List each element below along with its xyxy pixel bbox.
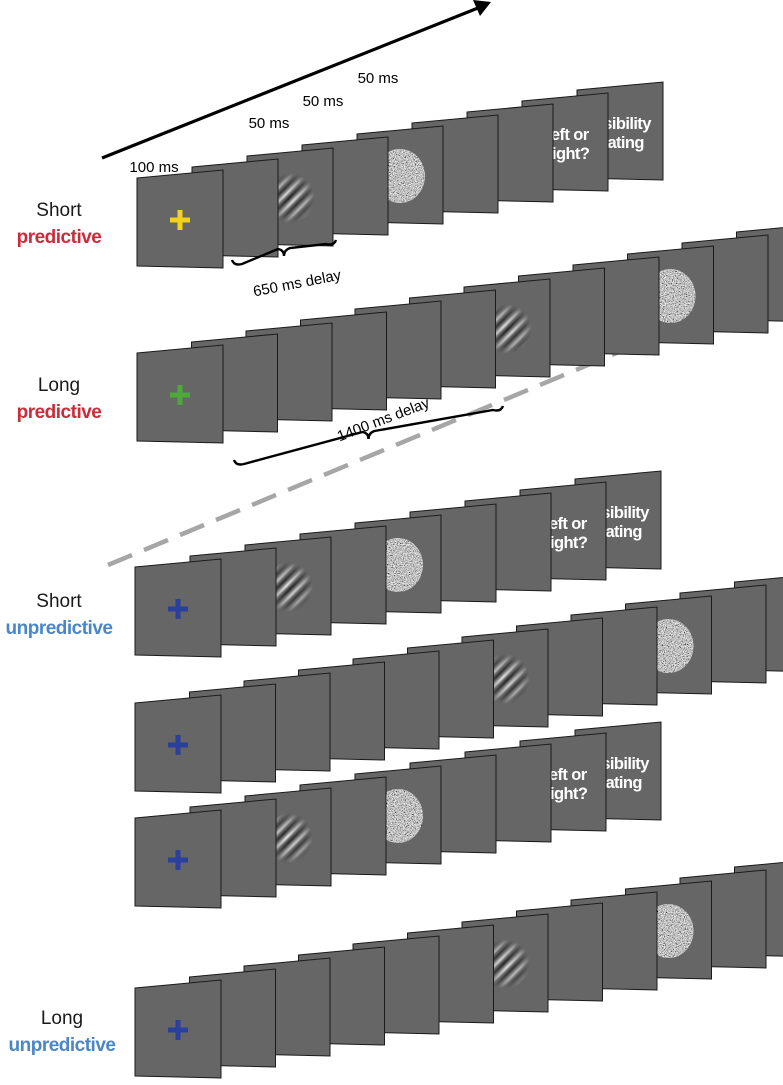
- response-prompt-line1: Left or: [539, 766, 587, 784]
- row-label-duration: Short: [36, 591, 82, 612]
- fixation-cross-icon: [168, 735, 188, 755]
- stimulus-frame-fix: [134, 809, 222, 909]
- fixation-cross-icon: [170, 210, 190, 230]
- fixation-cross-icon: [168, 1020, 188, 1040]
- row-label-6: Long unpredictive: [9, 1008, 116, 1056]
- stimulus-frame-fix: [136, 169, 224, 269]
- row-label-condition: predictive: [17, 402, 102, 423]
- stimulus-frame-fix: [134, 694, 222, 794]
- timing-label-3: 50 ms: [303, 93, 344, 110]
- timing-label-4: 50 ms: [358, 70, 399, 87]
- fixation-cross-icon: [168, 599, 188, 619]
- stimulus-frame-fix: [134, 979, 222, 1079]
- fixation-cross-icon: [168, 850, 188, 870]
- fixation-cross-icon: [170, 385, 190, 405]
- row-label-1: Short predictive: [17, 200, 102, 248]
- row-label-condition: unpredictive: [9, 1035, 116, 1056]
- row-label-condition: unpredictive: [6, 618, 113, 639]
- stimulus-frame-fix: [136, 344, 224, 444]
- row-label-duration: Short: [36, 200, 82, 221]
- row-label-duration: Long: [41, 1008, 83, 1029]
- stimulus-frame-fix: [134, 558, 222, 658]
- timing-label-2: 50 ms: [249, 115, 290, 132]
- row-label-2: Long predictive: [17, 375, 102, 423]
- delay-brace-long: [232, 405, 505, 466]
- time-arrow-icon: [101, 0, 491, 160]
- timing-label-1: 100 ms: [129, 159, 178, 176]
- row-label-duration: Long: [38, 375, 80, 396]
- row-label-3: Short unpredictive: [6, 591, 113, 639]
- response-prompt-line1: Left or: [541, 126, 589, 144]
- delay-brace-short: [230, 239, 338, 266]
- delay-label-short: 650 ms delay: [252, 267, 343, 301]
- response-prompt-line1: Left or: [539, 515, 587, 533]
- row-label-condition: predictive: [17, 227, 102, 248]
